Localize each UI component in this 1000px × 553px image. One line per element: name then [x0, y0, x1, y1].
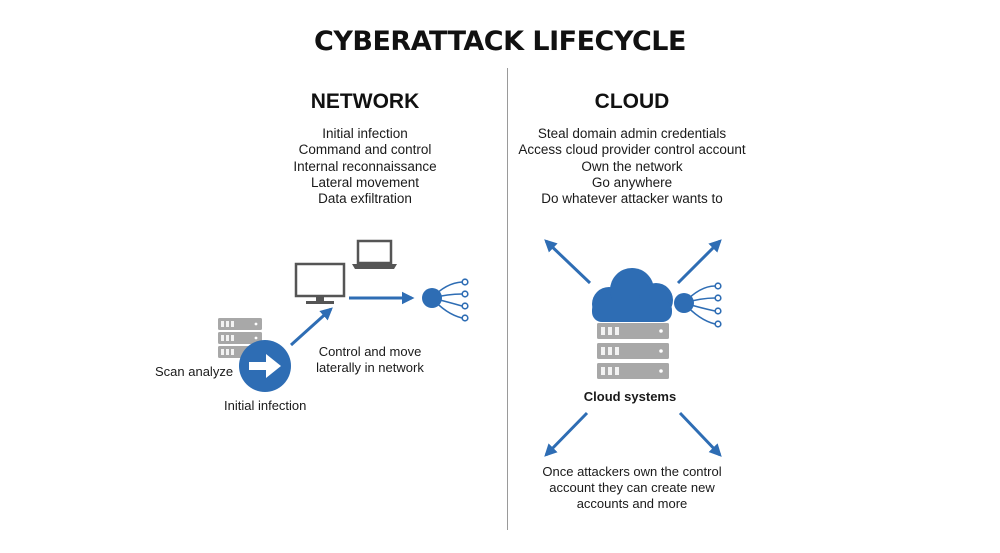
control-move-line: Control and move	[318, 344, 422, 359]
network-step: Initial infection	[322, 126, 408, 141]
diagram-title: CYBERATTACK LIFECYCLE	[314, 26, 686, 57]
initial-infection-label: Initial infection	[224, 398, 307, 413]
network-step: Data exfiltration	[318, 191, 412, 207]
network-step: Command and control	[298, 142, 432, 158]
scan-analyze-label: Scan analyze	[155, 364, 234, 379]
network-heading: NETWORK	[310, 90, 420, 113]
control-move-line: laterally in network	[316, 360, 424, 375]
cloud-step: Do whatever attacker wants to	[541, 191, 723, 207]
control-move-label: Control and move laterally in network	[300, 344, 440, 376]
arrow-up-right	[676, 239, 722, 285]
network-steps-list: Initial infection Command and control In…	[265, 126, 465, 207]
laptop-icon	[352, 239, 397, 269]
network-node-icon	[674, 282, 722, 328]
cloud-step: Go anywhere	[591, 174, 673, 190]
network-step: Internal reconnaissance	[293, 158, 437, 174]
arrow-up-left	[544, 239, 592, 285]
arrow-down-right	[678, 411, 722, 457]
network-step: Lateral movement	[310, 174, 420, 190]
cloud-footer-line: account they can create new	[549, 480, 715, 495]
network-node-icon	[422, 278, 469, 322]
cloud-step: Access cloud provider control account	[518, 142, 746, 158]
cloud-systems-label: Cloud systems	[583, 389, 677, 404]
cloud-step: Steal domain admin credentials	[537, 126, 727, 141]
cloud-footer-line: Once attackers own the control	[542, 464, 722, 479]
arrow-to-monitor	[289, 307, 333, 347]
cloud-step: Own the network	[581, 158, 683, 174]
cloud-steps-list: Steal domain admin credentials Access cl…	[482, 126, 782, 207]
arrow-down-left	[544, 411, 589, 457]
cloud-footer-line: accounts and more	[576, 496, 688, 511]
monitor-icon	[294, 262, 346, 304]
cloud-heading: CLOUD	[594, 90, 670, 113]
server-icon	[597, 323, 669, 379]
arrow-circle-icon	[239, 340, 291, 392]
section-divider	[507, 68, 508, 530]
cloud-footer-text: Once attackers own the control account t…	[512, 464, 752, 512]
cloud-icon	[592, 268, 673, 322]
